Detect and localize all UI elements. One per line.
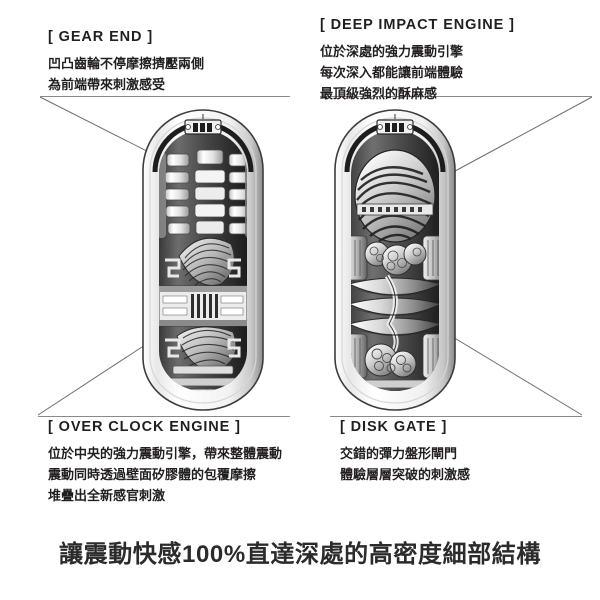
headline: 讓震動快感100%直達深處的高密度細部結構 [59,541,541,568]
callout-deep-impact-engine-title: [ DEEP IMPACT ENGINE ] [320,17,515,33]
callout-over-clock-engine-title: [ OVER CLOCK ENGINE ] [48,419,241,435]
product-left-spiral-upper [178,237,235,286]
product-right-cap-button [376,114,414,135]
product-right-nodule-cluster-lower [364,343,417,378]
callout-disk-gate-line-2: 體驗層層突破的刺激感 [340,466,471,482]
cutaway-illustration-left [142,109,264,411]
callout-over-clock-engine-body: 位於中央的強力震動引擎，帶來整體震動 震動同時透過壁面矽膠體的包覆摩擦 堆疊出全… [48,443,308,506]
product-right-deep-impact-engine [354,149,436,243]
callout-disk-gate: [ DISK GATE ] 交錯的彈力盤形閘門 體驗層層突破的刺激感 [340,419,600,485]
product-left-gear-end-ribs [159,149,247,238]
callout-over-clock-engine-line-2: 震動同時透過壁面矽膠體的包覆摩擦 [48,466,257,482]
callout-deep-impact-engine: [ DEEP IMPACT ENGINE ] 位於深處的強力震動引擎 每次深入都… [320,17,580,104]
divider-bottom-right [330,416,582,417]
callout-gear-end-title: [ GEAR END ] [48,29,154,45]
product-left-cap-button [184,114,222,135]
cutaway-illustration-right [334,109,456,411]
product-left-over-clock-engine [159,285,247,327]
divider-top-left [40,96,290,97]
callout-deep-impact-engine-line-1: 位於深處的強力震動引擎 [320,43,464,59]
callout-disk-gate-body: 交錯的彈力盤形閘門 體驗層層突破的刺激感 [340,443,600,485]
product-left-side-brackets [165,258,241,358]
callout-gear-end-line-1: 凹凸齒輪不停摩擦擠壓兩側 [48,55,205,71]
callout-deep-impact-engine-line-2: 每次深入都能讓前端體驗 [320,64,464,80]
callout-over-clock-engine-line-1: 位於中央的強力震動引擎，帶來整體震動 [48,445,283,461]
product-right-side-pillars [351,235,439,379]
divider-bottom-left [38,416,290,417]
callout-gear-end-body: 凹凸齒輪不停摩擦擠壓兩側 為前端帶來刺激感受 [48,53,308,95]
product-right-shell-inner-edge [341,117,449,404]
callout-deep-impact-engine-body: 位於深處的強力震動引擎 每次深入都能讓前端體驗 最頂級強烈的酥麻感 [320,41,580,104]
callout-over-clock-engine-line-3: 堆疊出全新感官刺激 [48,488,166,504]
product-right-nodule-cluster-upper [364,241,427,276]
callout-gear-end-line-2: 為前端帶來刺激感受 [48,76,166,92]
product-right-disk-gate [351,274,439,354]
callout-gear-end: [ GEAR END ] 凹凸齒輪不停摩擦擠壓兩側 為前端帶來刺激感受 [48,29,308,95]
callout-deep-impact-engine-line-3: 最頂級強烈的酥麻感 [320,86,438,102]
callout-disk-gate-line-1: 交錯的彈力盤形閘門 [340,445,458,461]
callout-disk-gate-title: [ DISK GATE ] [340,419,448,435]
callout-over-clock-engine: [ OVER CLOCK ENGINE ] 位於中央的強力震動引擎，帶來整體震動… [48,419,308,506]
product-left-shell-inner-edge [149,117,257,404]
divider-top-right [320,96,592,97]
